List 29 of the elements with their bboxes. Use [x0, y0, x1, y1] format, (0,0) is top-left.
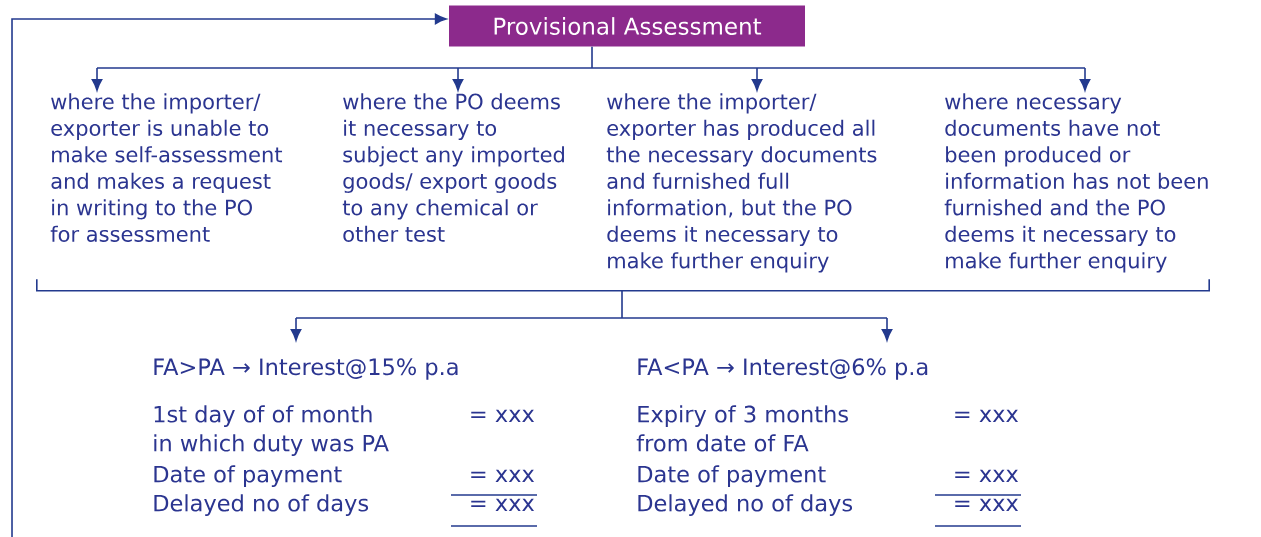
condition-text: where the PO deems it necessary to subject any imported goods/ export goods to any chemical or other test — [342, 93, 564, 242]
row-value: = xxx — [471, 498, 535, 511]
interest-heading: FA<PA → Interest@6% p.a — [638, 358, 928, 380]
arrow — [290, 317, 302, 341]
arrow — [881, 317, 893, 341]
arrow — [452, 67, 464, 91]
condition-text: where the importer/ exporter is unable to make self-assessment and makes a request in writing to the PO for assessment — [50, 93, 283, 242]
row-value: = xxx — [955, 409, 1019, 422]
condition-text: where necessary documents have not been produced or information has not been furnished and the PO deems it necessary to make further enquiry — [944, 93, 1208, 273]
connector-line — [295, 289, 888, 319]
arrow — [751, 67, 763, 91]
row-value: = xxx — [471, 409, 535, 422]
connector-line — [96, 45, 1086, 69]
row-label: Date of payment — [638, 465, 826, 487]
row-label: 1st day of of month in which duty was PA — [154, 405, 389, 456]
row-value: = xxx — [955, 498, 1019, 511]
row-value: = xxx — [471, 469, 535, 482]
arrow — [11, 13, 447, 537]
bracket — [36, 278, 1210, 292]
row-label: Expiry of 3 months from date of FA — [636, 405, 848, 452]
condition-text: where the importer/ exporter has produced all the necessary documents and furnished full information, but the PO deems it necessary to make further enquiry — [606, 93, 877, 273]
arrow — [1079, 67, 1091, 91]
row-label: Delayed no of days — [638, 494, 853, 516]
row-value: = xxx — [955, 469, 1019, 482]
heading-box: Provisional Assessment — [449, 5, 805, 47]
interest-heading: FA>PA → Interest@15% p.a — [154, 358, 458, 380]
row-label: Date of payment — [154, 465, 342, 487]
row-label: Delayed no of days — [154, 494, 369, 516]
arrow — [91, 67, 103, 91]
